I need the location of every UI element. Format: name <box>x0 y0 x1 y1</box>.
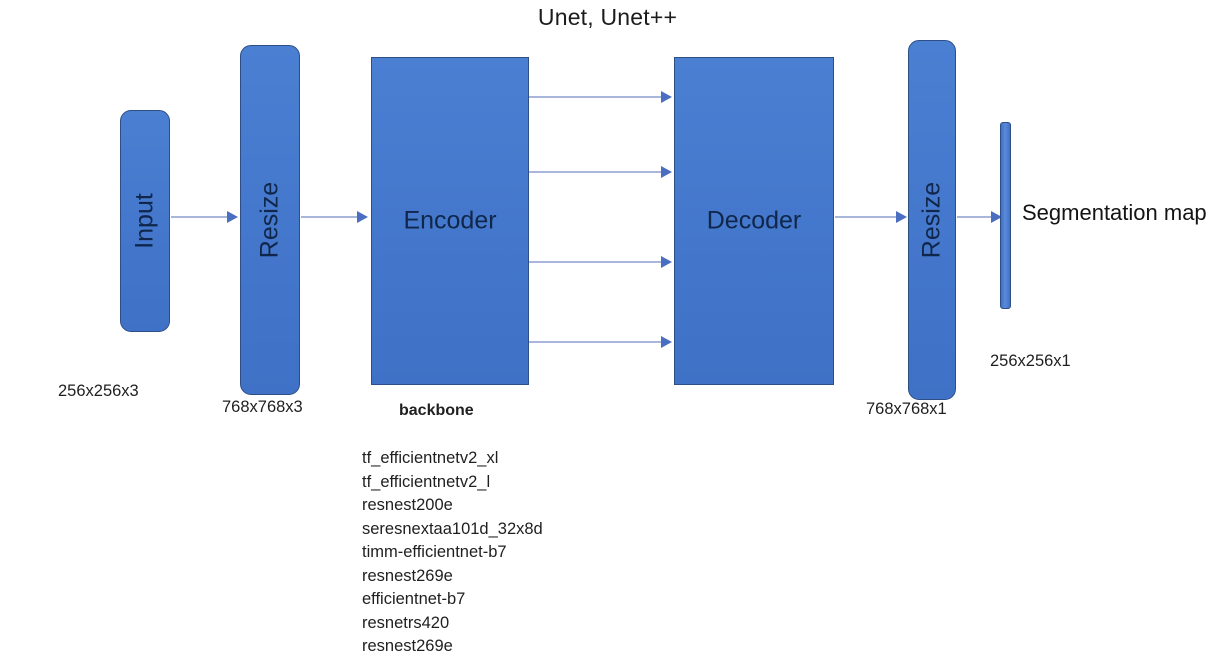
node-resize-output[interactable]: Resize <box>908 40 956 400</box>
node-input[interactable]: Input <box>120 110 170 332</box>
arrowhead-skip-4 <box>661 336 672 348</box>
connector-resize-to-output <box>957 216 999 218</box>
node-output-bar[interactable] <box>1000 122 1011 309</box>
connector-resize-to-encoder <box>301 216 359 218</box>
node-resize-input[interactable]: Resize <box>240 45 300 395</box>
segmentation-map-label: Segmentation map <box>1022 200 1207 225</box>
caption-resized-output-shape: 768x768x1 <box>866 400 947 418</box>
caption-input-shape: 256x256x3 <box>58 382 139 400</box>
connector-input-to-resize <box>171 216 229 218</box>
page-title: Unet, Unet++ <box>537 4 678 30</box>
skip-connection-2 <box>529 171 663 173</box>
backbone-item: resnest200e <box>362 496 453 514</box>
backbone-item: tf_efficientnetv2_l <box>362 472 491 491</box>
skip-connection-3 <box>529 261 663 263</box>
backbone-item: resnest269e <box>362 566 453 585</box>
arrowhead-decoder-to-resize <box>896 211 907 223</box>
node-encoder[interactable]: Encoder <box>371 57 529 385</box>
connector-decoder-to-resize <box>835 216 897 218</box>
backbone-item: tf_efficientnetv2_xl <box>362 449 499 467</box>
arrowhead-resize-to-output <box>991 211 1002 223</box>
arrowhead-resize-to-encoder <box>357 211 368 223</box>
arrowhead-skip-2 <box>661 166 672 178</box>
backbone-item: resnest269e <box>362 637 453 655</box>
backbone-item: resnetrs420 <box>362 613 450 632</box>
caption-resized-input-shape: 768x768x3 <box>222 398 303 416</box>
node-encoder-label: Encoder <box>403 206 497 235</box>
backbone-heading: backbone <box>399 402 474 419</box>
node-input-label: Input <box>130 193 159 249</box>
arrowhead-skip-1 <box>661 91 672 103</box>
skip-connection-4 <box>529 341 663 343</box>
caption-output-shape: 256x256x1 <box>990 352 1071 370</box>
backbone-item: seresnextaa101d_32x8d <box>362 519 543 538</box>
arrowhead-skip-3 <box>661 256 672 268</box>
arrowhead-input-to-resize <box>227 211 238 223</box>
backbone-list: tf_efficientnetv2_xl tf_efficientnetv2_l… <box>362 447 543 659</box>
node-decoder[interactable]: Decoder <box>674 57 834 385</box>
backbone-item: efficientnet-b7 <box>362 590 466 608</box>
node-resize-input-label: Resize <box>255 181 284 259</box>
backbone-item: timm-efficientnet-b7 <box>362 543 507 561</box>
skip-connection-1 <box>529 96 663 98</box>
node-resize-output-label: Resize <box>917 181 946 259</box>
node-decoder-label: Decoder <box>706 206 802 235</box>
